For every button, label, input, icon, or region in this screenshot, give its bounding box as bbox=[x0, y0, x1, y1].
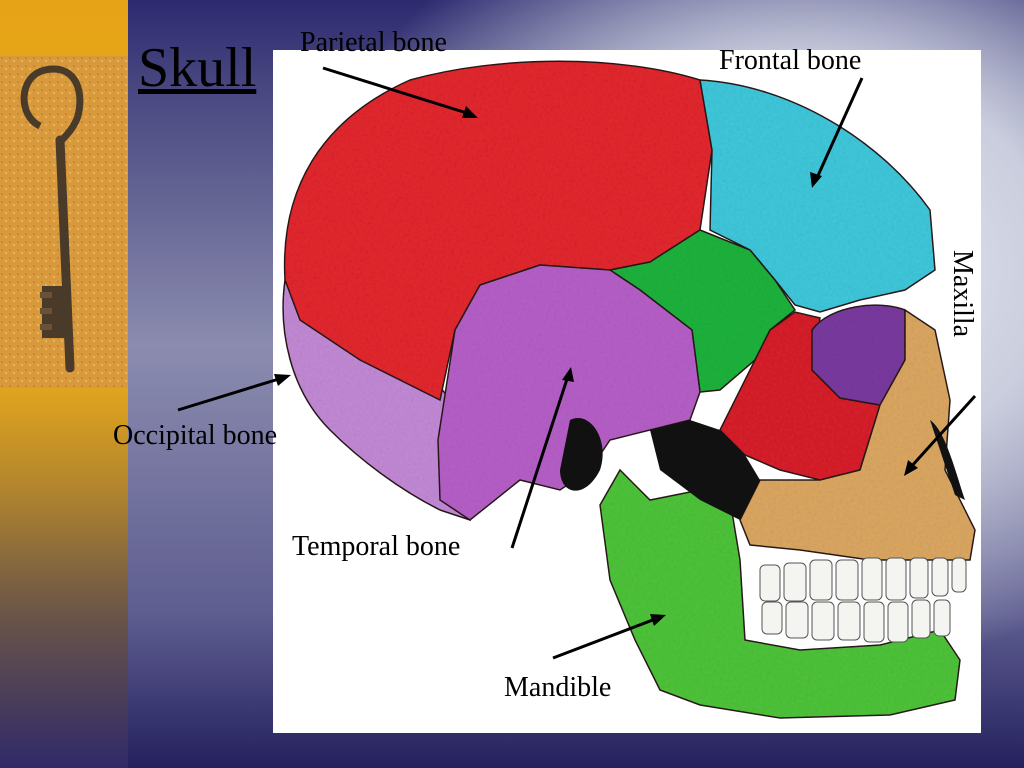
label-occipital-bone: Occipital bone bbox=[113, 420, 278, 451]
label-temporal-bone: Temporal bone bbox=[292, 531, 461, 562]
leader-lines bbox=[177, 66, 977, 660]
maxilla-pointer bbox=[908, 394, 977, 470]
parietal-pointer bbox=[322, 66, 471, 116]
temporal-pointer bbox=[510, 375, 570, 549]
parietal-arrowhead bbox=[462, 106, 478, 118]
temporal-region bbox=[437, 264, 701, 521]
occipital-pointer bbox=[177, 376, 283, 412]
mandible-arrowhead bbox=[650, 614, 666, 626]
label-maxilla: Maxilla bbox=[947, 250, 978, 338]
maxilla-arrowhead bbox=[904, 460, 918, 476]
mandible-pointer bbox=[552, 616, 659, 660]
skull-openings bbox=[560, 418, 965, 520]
key-image bbox=[0, 56, 128, 388]
frontal-region bbox=[699, 79, 936, 313]
frontal-arrowhead bbox=[810, 172, 822, 188]
slide-title: Skull bbox=[138, 37, 257, 99]
occipital-arrowhead bbox=[274, 374, 291, 386]
frontal-pointer bbox=[814, 77, 864, 181]
label-parietal-bone: Parietal bone bbox=[300, 27, 447, 58]
temporal-arrowhead bbox=[562, 367, 574, 382]
maxilla-region bbox=[739, 308, 976, 561]
teeth bbox=[759, 557, 967, 643]
label-frontal-bone: Frontal bone bbox=[719, 45, 862, 76]
label-mandible: Mandible bbox=[504, 672, 612, 703]
